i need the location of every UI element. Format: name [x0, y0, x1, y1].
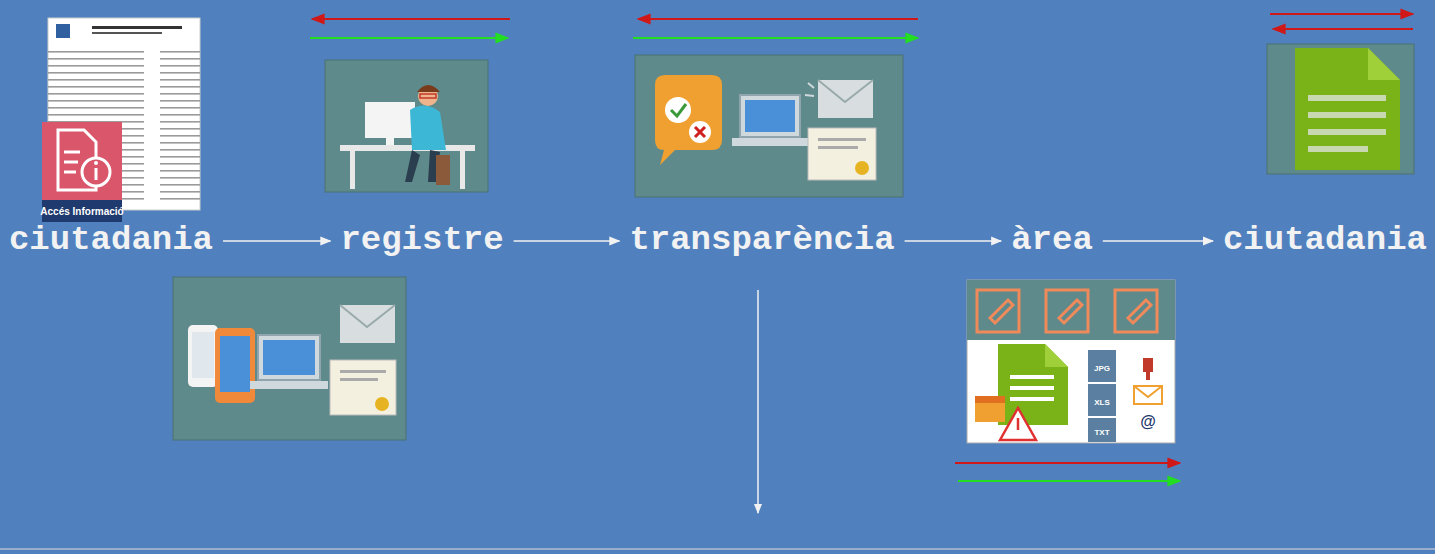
- step-name: transparència: [629, 220, 894, 260]
- file-type: TXT: [1094, 428, 1109, 437]
- step-name: registre: [340, 220, 503, 260]
- flow-step: ciutadania: [5, 220, 217, 260]
- file-type: XLS: [1094, 398, 1110, 407]
- flow-arrow: [905, 240, 1002, 242]
- down-arrow: [757, 290, 759, 513]
- email-symbol: @: [1140, 413, 1156, 431]
- flow-arrow: [223, 240, 330, 242]
- devices: [173, 277, 406, 440]
- file-type: JPG: [1094, 364, 1110, 373]
- icon-caption: Accés Informació: [40, 206, 123, 217]
- flow-arrow: [514, 240, 620, 242]
- step-name: ciutadania: [1223, 220, 1427, 260]
- flow-step: registre: [336, 220, 507, 260]
- flow-step: transparència: [625, 220, 898, 260]
- flow-step: àrea: [1007, 220, 1097, 260]
- flow-step: ciutadania: [1219, 220, 1431, 260]
- bottom-rule: [0, 548, 1435, 550]
- area-documents: [967, 280, 1175, 443]
- office-worker: [325, 60, 488, 192]
- flow-arrow: [1103, 240, 1213, 242]
- step-name: àrea: [1011, 220, 1093, 260]
- review-icons: [635, 55, 903, 197]
- result-document: [1267, 44, 1414, 174]
- step-name: ciutadania: [9, 220, 213, 260]
